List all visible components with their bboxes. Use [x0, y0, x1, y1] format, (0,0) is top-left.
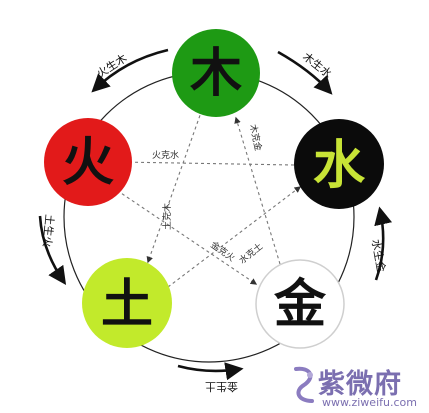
overcome-line-fire-metal: [111, 186, 258, 285]
generate-arrow-wood-fire: [91, 48, 169, 93]
label-metal-water: 水生金: [369, 238, 389, 273]
fire-char: 火: [62, 132, 114, 193]
label-metal-wood: 木克金: [247, 123, 264, 152]
label-earth-water: 水克土: [236, 240, 265, 266]
element-earth: 土: [82, 258, 172, 348]
overcome-line-water-fire: [118, 158, 295, 166]
label-water-fire: 火克水: [152, 149, 179, 161]
overcome-line-wood-earth: [146, 103, 205, 264]
label-fire-metal: 金克火: [208, 239, 237, 264]
watermark-logo-icon: [294, 366, 314, 403]
wood-char: 木: [190, 43, 242, 104]
label-fire-earth: 土生火: [40, 214, 57, 248]
water-circle: [294, 119, 384, 209]
generate-arrow-water-wood: [277, 50, 333, 95]
generating-arrows: [38, 48, 393, 381]
label-wood-earth: 土克木: [161, 203, 173, 230]
generate-arrow-earth-metal: [177, 362, 244, 381]
element-wood: 木: [172, 29, 260, 117]
earth-circle: [82, 258, 172, 348]
overcoming-lines: [111, 103, 302, 288]
label-water-wood: 木生水: [300, 49, 335, 80]
metal-char: 金: [273, 274, 327, 335]
wood-circle: [172, 29, 260, 117]
overcome-line-metal-wood: [234, 116, 281, 265]
element-water: 水: [294, 119, 384, 209]
element-metal: 金: [255, 259, 345, 349]
metal-circle: [255, 259, 345, 349]
overcome-line-earth-water: [167, 186, 302, 288]
fire-circle: [44, 118, 132, 206]
water-char: 水: [313, 135, 366, 196]
label-earth-metal: 金生土: [205, 380, 238, 394]
generate-arrow-fire-earth: [38, 215, 67, 285]
earth-char: 土: [101, 274, 153, 335]
element-fire: 火: [44, 118, 132, 206]
watermark-panel: [288, 360, 429, 413]
watermark-text: 紫微府: [318, 369, 402, 400]
watermark-url: www.ziweifu.com: [322, 396, 417, 409]
generate-arrow-metal-water: [374, 206, 393, 281]
